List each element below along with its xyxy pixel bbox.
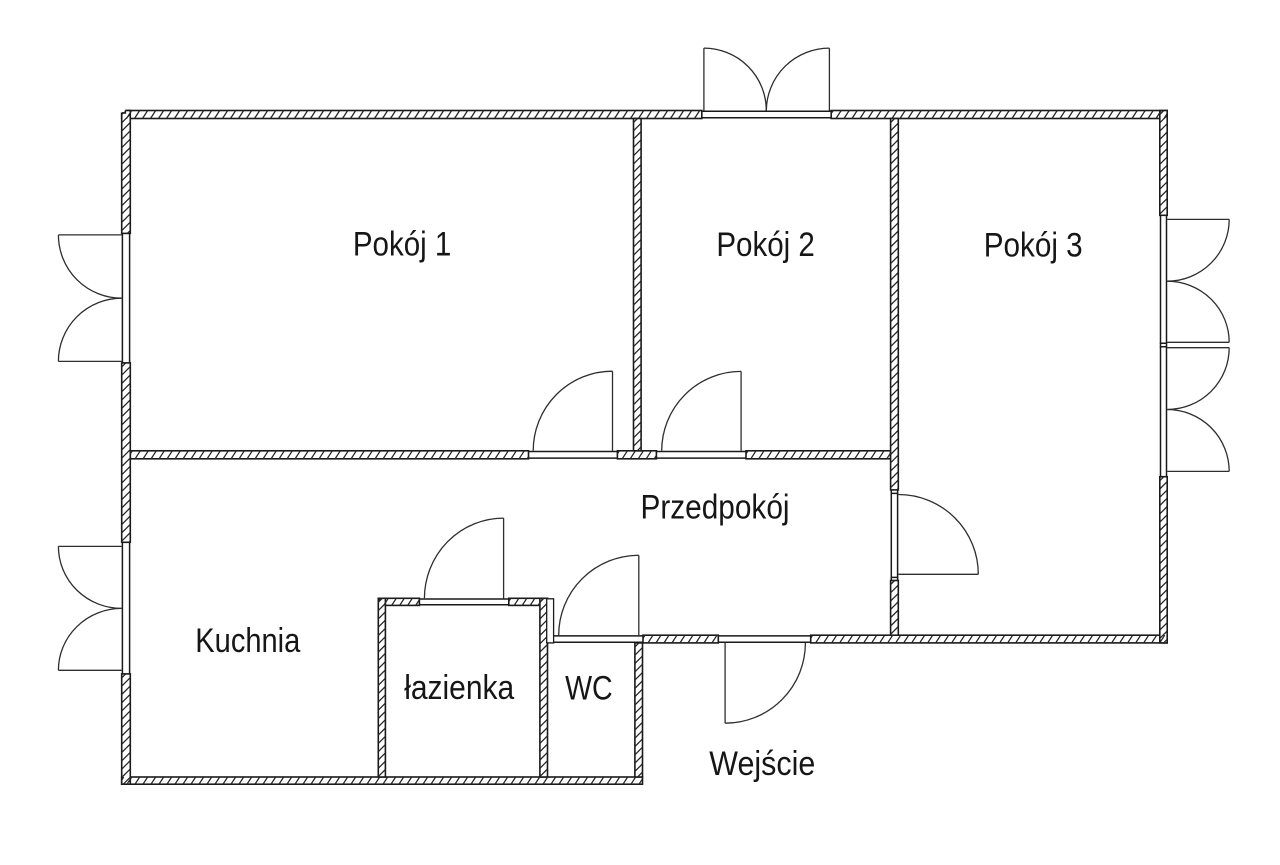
svg-text:Kuchnia: Kuchnia	[195, 622, 301, 660]
svg-text:Pokój 2: Pokój 2	[716, 226, 815, 264]
svg-text:Przedpokój: Przedpokój	[641, 489, 790, 527]
svg-text:Pokój 3: Pokój 3	[984, 227, 1083, 265]
svg-text:Wejście: Wejście	[709, 745, 815, 783]
svg-text:WC: WC	[565, 669, 613, 707]
svg-text:łazienka: łazienka	[404, 669, 515, 707]
svg-text:Pokój 1: Pokój 1	[353, 225, 452, 263]
